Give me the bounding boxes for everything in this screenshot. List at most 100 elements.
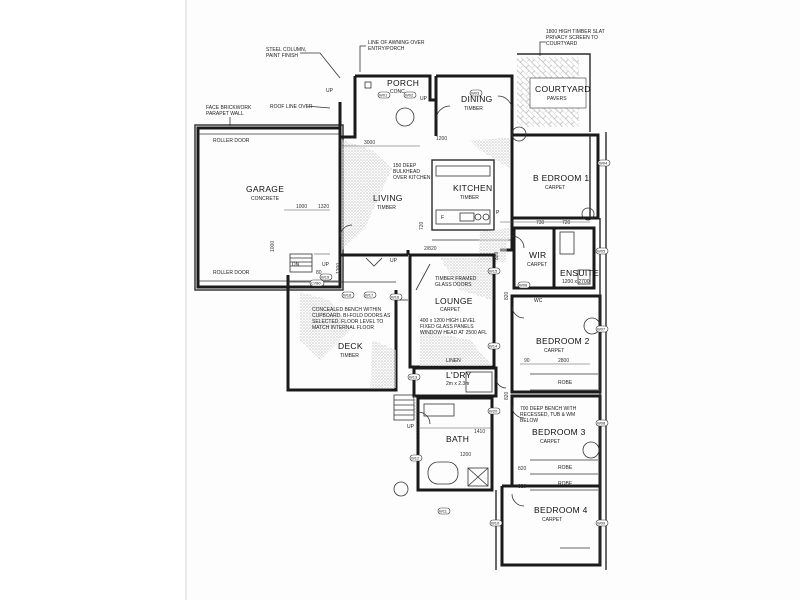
svg-text:W13: W13 [409,375,418,380]
courtyard-label: COURTYARD [535,84,591,94]
tag-w17: W17 [363,291,377,299]
tag-w01: W01 [377,91,391,99]
kitchen-label: KITCHEN [453,183,492,193]
ensuite-label: ENSUITE [560,268,599,278]
living-label: LIVING [373,193,403,203]
note-brick-2: PARAPET WALL [206,111,244,117]
note-wc: WC [534,298,543,304]
dim-1200c: 1200 [436,136,447,142]
dim-820a: 820 [494,251,500,260]
note-bench-1: CONCEALED BENCH WITHIN [312,307,382,313]
tag-w05: W05 [595,247,609,255]
laundry-size: 2m x 2.3m [446,381,469,387]
note-bath-bench-1: 700 DEEP BENCH WITH [520,406,577,412]
tag-w10: W10 [489,519,503,527]
dim-1000b: 1000 [270,241,276,252]
note-up-4: UP [407,424,415,430]
note-dn: DN [292,262,300,268]
note-timber-screen-2: PRIVACY SCREEN TO [546,35,598,41]
dim-820c: 820 [504,391,510,400]
tag-w15: W15 [487,267,501,275]
note-awning-1: LINE OF AWNING OVER [368,40,425,46]
svg-text:W09: W09 [597,521,606,526]
note-roller-bottom: ROLLER DOOR [213,270,250,276]
note-p: P [496,210,500,216]
svg-text:W08: W08 [597,421,606,426]
tag-w06: W06 [517,281,531,289]
living-floor: TIMBER [377,205,396,211]
svg-text:W11: W11 [439,509,448,514]
note-window-1: 400 x 1200 HIGH LEVEL [420,318,476,324]
note-bench-4: MATCH INTERNAL FLOOR [312,325,374,331]
ensuite-outline [552,226,596,290]
garage-label: GARAGE [246,184,284,194]
dim-1000: 1000 [296,204,307,210]
stairs-garage [289,253,313,273]
svg-text:W10: W10 [491,521,500,526]
courtyard-outline [517,53,591,132]
svg-text:W12: W12 [411,456,420,461]
dim-2820: 2/820 [424,246,437,252]
dim-820b: 820 [504,291,510,300]
dim-1410: 1410 [474,429,485,435]
bedroom2-label: BEDROOM 2 [536,336,590,346]
bedroom2-floor: CARPET [544,348,564,354]
laundry-label: L'DRY [446,370,472,380]
courtyard-floor: PAVERS [547,96,567,102]
kitchen-floor: TIMBER [460,195,479,201]
svg-text:W01: W01 [379,93,388,98]
note-up-5: UP [390,258,398,264]
east-wall [495,132,607,570]
note-linen: LINEN [446,358,461,364]
deck-label: DECK [338,341,363,351]
note-glass-doors-2: GLASS DOORS [435,282,472,288]
porch-label: PORCH [387,78,419,88]
tag-w18: W18 [341,291,355,299]
note-bench-2: CUPBOARD. BI-FOLD DOORS AS [312,313,391,319]
tag-c780: C780 [309,279,325,287]
tag-w04: W04 [597,159,611,167]
window-tags: W01 W02 W03 W04 W05 W06 W07 W08 W09 W10 … [309,89,611,527]
svg-text:W18: W18 [343,293,352,298]
deck-floor: TIMBER [340,353,359,359]
svg-text:W03: W03 [471,91,480,96]
bath-label: BATH [446,434,469,444]
svg-text:W15: W15 [489,269,498,274]
dimension-labels: 3000 1000 1320 1000 2/820 730 720 820 82… [270,136,571,490]
note-up-1: UP [326,88,334,94]
dim-2800: 2800 [558,358,569,364]
note-up-2: UP [420,96,428,102]
note-roofline: ROOF LINE OVER [270,104,313,110]
svg-text:W17: W17 [365,293,374,298]
lounge-label: LOUNGE [435,296,473,306]
dining-floor: TIMBER [464,106,483,112]
dim-1320: 1320 [318,204,329,210]
garage-floor: CONCRETE [251,196,280,202]
svg-text:W16: W16 [391,295,400,300]
note-brick-1: FACE BRICKWORK [206,105,252,111]
svg-text:W02: W02 [405,93,414,98]
note-window-2: FIXED GLASS PANELS [420,324,474,330]
dim-720: 720 [562,220,571,226]
dim-3000: 3000 [364,140,375,146]
svg-text:C780: C780 [311,281,321,286]
svg-text:W06: W06 [519,283,528,288]
svg-text:W14: W14 [489,344,498,349]
tag-w08: W08 [595,419,609,427]
lounge-floor: CARPET [440,307,460,313]
note-bath-bench-3: BELOW [520,418,538,424]
note-robe-3: ROBE [558,465,573,471]
bedroom3-label: BEDROOM 3 [532,427,586,437]
bedroom3-floor: CARPET [540,439,560,445]
dim-90: 90 [524,358,530,364]
dim-820d: 820 [518,466,527,472]
svg-text:W05: W05 [597,249,606,254]
note-glass-doors-1: TIMBER FRAMED [435,276,477,282]
dim-820e: 820 [518,484,527,490]
svg-text:W19: W19 [321,275,330,280]
note-roller-top: ROLLER DOOR [213,138,250,144]
note-steel-1: STEEL COLUMN, [266,47,306,53]
bedroom1-label: B EDROOM 1 [533,173,589,183]
dim-1200: 1200 [460,452,471,458]
